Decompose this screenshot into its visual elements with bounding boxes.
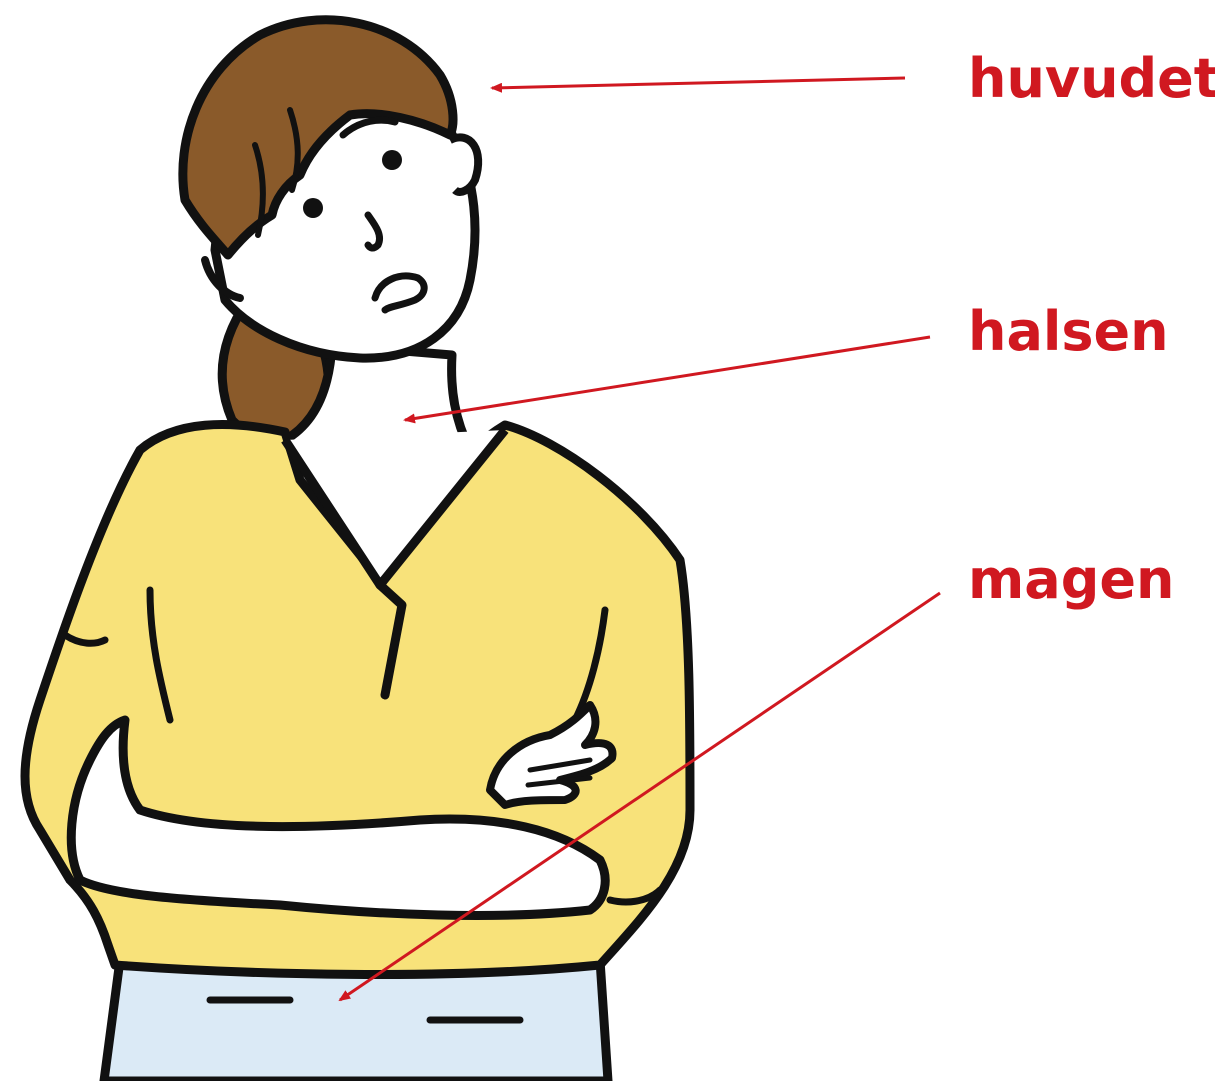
label-stomach: magen bbox=[968, 553, 1174, 607]
arrow-head bbox=[492, 78, 905, 88]
label-head: huvudet bbox=[968, 52, 1215, 106]
label-neck: halsen bbox=[968, 305, 1169, 359]
arrow-neck bbox=[405, 337, 930, 420]
